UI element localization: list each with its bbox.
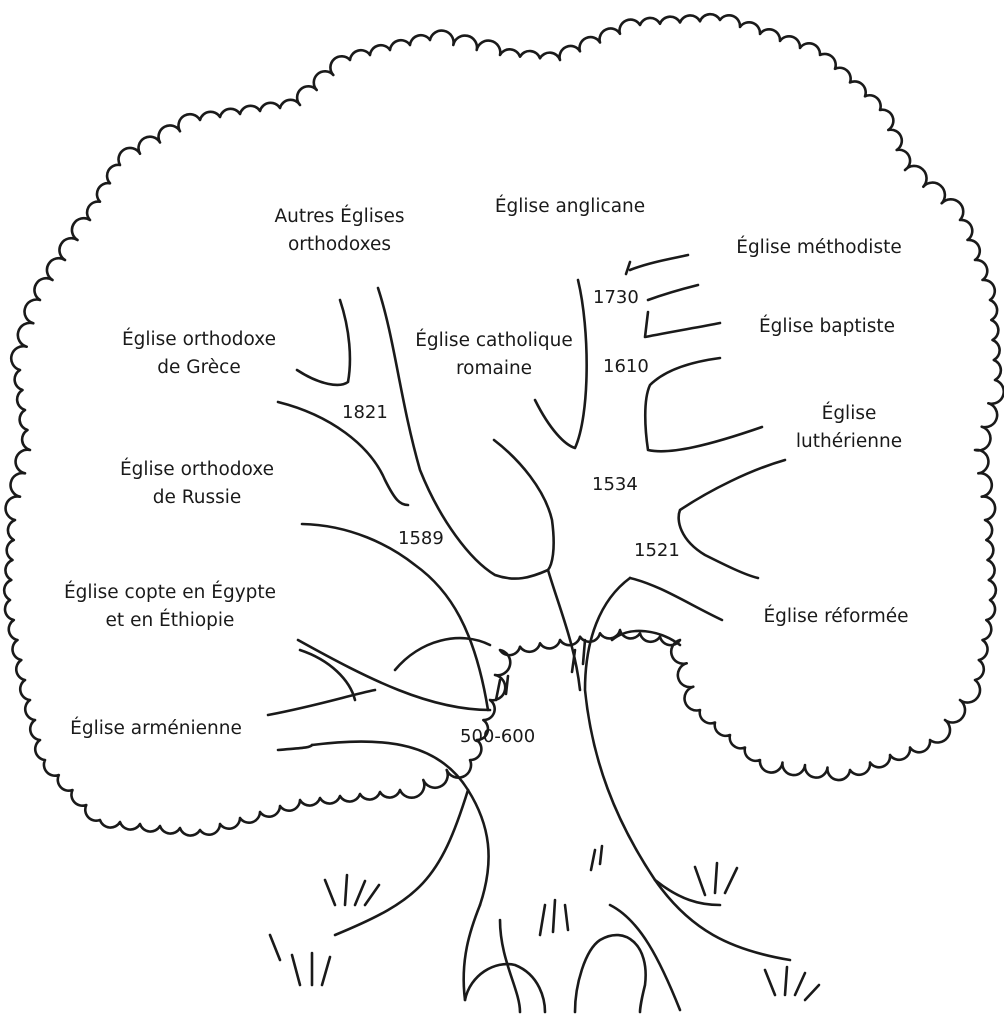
branch-lutherienne-upper <box>645 358 762 451</box>
branch-armenienne-lower <box>278 745 312 750</box>
year-1521: 1521 <box>634 540 680 561</box>
grass-right <box>695 863 737 895</box>
label-russie: Église orthodoxe de Russie <box>102 456 292 512</box>
label-copte: Église copte en Égypte et en Éthiopie <box>42 579 298 635</box>
label-line: Église arménienne <box>50 715 262 743</box>
trunk-right <box>585 578 720 905</box>
label-line: Église baptiste <box>742 313 912 341</box>
label-line: Église orthodoxe <box>107 326 291 354</box>
branch-reformee <box>630 578 722 620</box>
branch-russie <box>302 524 488 710</box>
root-3 <box>465 964 545 1012</box>
year-1589: 1589 <box>398 528 444 549</box>
label-line: Église orthodoxe <box>102 456 292 484</box>
year-1610: 1610 <box>603 356 649 377</box>
root-1 <box>335 790 468 935</box>
label-line: Église <box>778 400 920 428</box>
label-line: romaine <box>397 355 591 383</box>
grass-center-left <box>325 875 379 905</box>
root-5 <box>655 880 790 960</box>
label-catholique: Église catholique romaine <box>397 327 591 383</box>
label-lutherienne: Église luthérienne <box>778 400 920 456</box>
branch-catholique <box>494 440 554 570</box>
branch-baptiste <box>645 312 720 337</box>
label-line: de Russie <box>102 484 292 512</box>
label-line: Autres Églises <box>262 203 417 231</box>
branch-1821 <box>297 300 350 385</box>
root-7 <box>610 905 680 1010</box>
label-baptiste: Église baptiste <box>742 313 912 341</box>
label-line: Église anglicane <box>478 193 662 221</box>
branch-lutherienne <box>679 460 785 578</box>
label-armenienne: Église arménienne <box>50 715 262 743</box>
label-line: Église copte en Égypte <box>42 579 298 607</box>
trunk-upper <box>548 570 580 690</box>
label-line: Église méthodiste <box>722 234 916 262</box>
label-reformee: Église réformée <box>745 603 927 631</box>
label-anglicane: Église anglicane <box>478 193 662 221</box>
label-line: de Grèce <box>107 354 291 382</box>
label-line: Église réformée <box>745 603 927 631</box>
trunk-left <box>312 741 489 905</box>
label-line: luthérienne <box>778 428 920 456</box>
grass-left <box>270 935 330 985</box>
branch-methodiste <box>626 255 688 274</box>
label-line: orthodoxes <box>262 231 417 259</box>
right-canopy-inner <box>612 631 680 645</box>
year-1821: 1821 <box>342 402 388 423</box>
label-methodiste: Église méthodiste <box>722 234 916 262</box>
root-4 <box>575 935 646 1012</box>
label-line: et en Éthiopie <box>42 607 298 635</box>
label-grece: Église orthodoxe de Grèce <box>107 326 291 382</box>
year-500-600: 500-600 <box>460 726 535 747</box>
label-autres-orthodoxes: Autres Églises orthodoxes <box>262 203 417 259</box>
branch-copte <box>298 640 490 710</box>
branch-armenienne <box>268 690 375 715</box>
year-1534: 1534 <box>592 474 638 495</box>
branch-baptiste-top <box>648 285 698 300</box>
label-line: Église catholique <box>397 327 591 355</box>
year-1730: 1730 <box>593 287 639 308</box>
grass-far-right <box>765 967 819 1000</box>
